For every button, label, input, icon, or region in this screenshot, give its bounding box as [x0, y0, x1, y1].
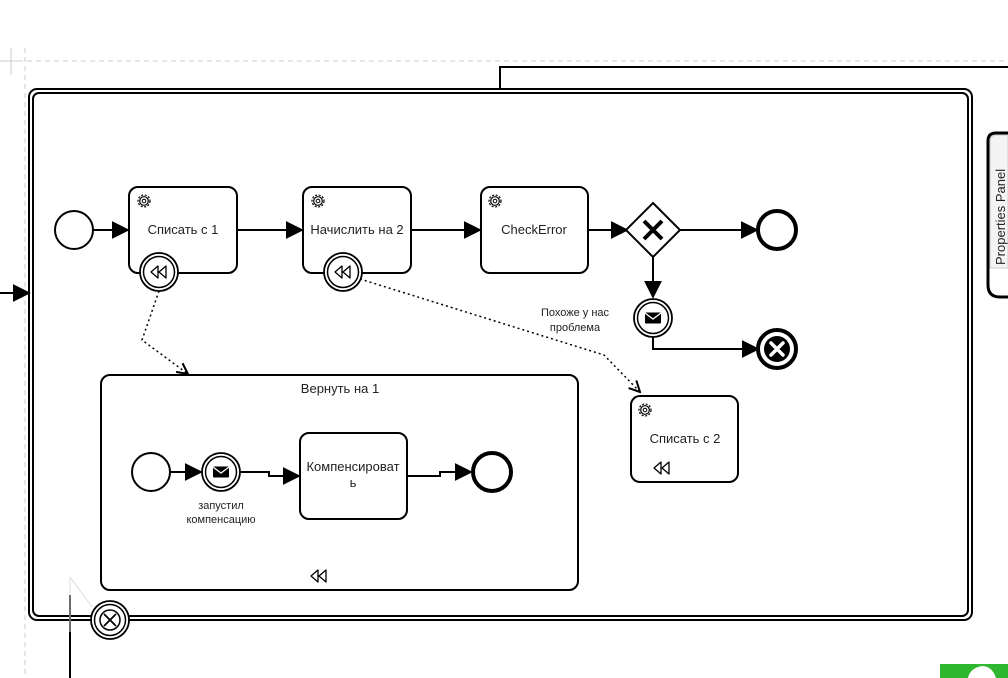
compensation-subprocess[interactable]: Вернуть на 1 запустил компенсацию Компен… — [100, 374, 579, 591]
subprocess-message-label-line2: компенсацию — [186, 514, 255, 526]
compensation-boundary-event-2[interactable] — [323, 252, 363, 292]
subprocess-message-event[interactable] — [201, 452, 241, 492]
task-label: CheckError — [501, 222, 567, 237]
transaction-subprocess[interactable] — [28, 88, 973, 621]
properties-panel-toggle[interactable]: Properties Panel — [986, 131, 1008, 299]
task-label: Начислить на 2 — [310, 222, 403, 237]
compensation-boundary-event-1[interactable] — [139, 252, 179, 292]
logo-badge — [940, 664, 1008, 678]
cancel-end-event[interactable] — [756, 328, 798, 370]
message-event-label-line2: проблема — [550, 322, 601, 334]
compensate-task[interactable]: Компенсироват ь — [299, 432, 408, 520]
cancel-boundary-event[interactable] — [90, 600, 130, 640]
envelope-icon — [212, 465, 230, 479]
compensation-association-2[interactable] — [359, 278, 640, 392]
gear-icon — [488, 194, 502, 208]
envelope-icon — [644, 311, 662, 325]
properties-panel-label: Properties Panel — [993, 169, 1008, 265]
gear-icon — [137, 194, 151, 208]
flow-compensate-to-end[interactable] — [407, 463, 473, 481]
subprocess-end-event[interactable] — [471, 451, 513, 493]
message-event-label-line1: Похоже у нас — [541, 307, 610, 319]
subprocess-start-event[interactable] — [131, 452, 171, 492]
gear-icon — [638, 403, 652, 417]
task-spisat-s-1[interactable]: Списать с 1 — [128, 186, 238, 274]
drag-ghost — [69, 576, 93, 632]
compensate-task-label-line1: Компенсироват — [306, 459, 399, 474]
start-event[interactable] — [54, 210, 94, 250]
task-label: Списать с 2 — [650, 431, 721, 446]
task-checkerror[interactable]: CheckError — [480, 186, 589, 274]
task-label: Списать с 1 — [148, 222, 219, 237]
external-flow-top[interactable] — [499, 66, 1008, 88]
crosshair-mark — [0, 48, 22, 75]
end-event[interactable] — [756, 209, 798, 251]
compensation-association-1[interactable] — [141, 290, 188, 374]
subprocess-title: Вернуть на 1 — [301, 381, 379, 396]
x-gateway-icon — [642, 219, 664, 241]
subprocess-message-label-line1: запустил — [198, 500, 244, 512]
gear-icon — [311, 194, 325, 208]
flow-message-to-cancel-end[interactable] — [652, 337, 760, 358]
compensate-task-label-line2: ь — [350, 475, 357, 490]
flow-message-to-compensate-task[interactable] — [240, 467, 301, 485]
exclusive-gateway[interactable] — [624, 201, 682, 259]
task-spisat-s-2[interactable]: Списать с 2 — [630, 395, 739, 483]
message-intermediate-event[interactable] — [633, 298, 673, 338]
